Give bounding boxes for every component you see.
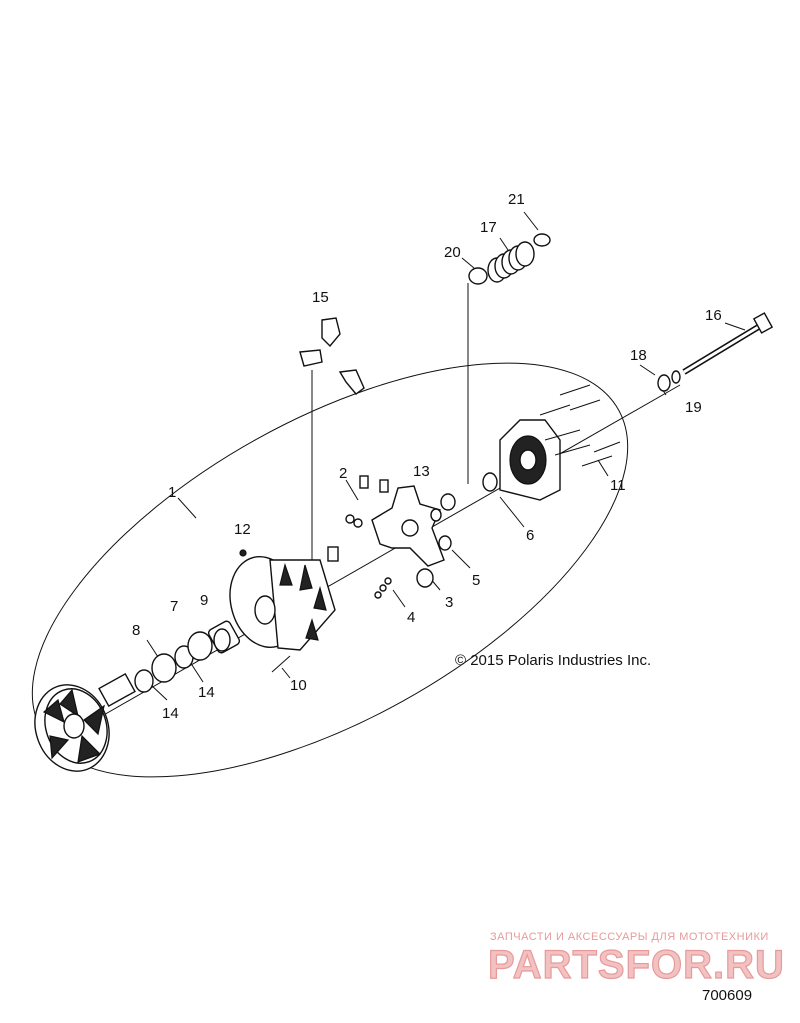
rings-and-bushings xyxy=(134,620,241,693)
watermark-tagline: ЗАПЧАСТИ И АКСЕССУАРЫ ДЛЯ МОТОТЕХНИКИ xyxy=(490,931,769,943)
movable-sheave xyxy=(229,549,336,673)
diagram-id: 700609 xyxy=(702,987,752,1004)
copyright-notice: © 2015 Polaris Industries Inc. xyxy=(455,652,651,669)
spider-assembly xyxy=(327,475,456,599)
callout-20: 20 xyxy=(444,244,461,261)
callout-1: 1 xyxy=(168,484,176,501)
callout-5: 5 xyxy=(472,572,480,589)
callout-17: 17 xyxy=(480,219,497,236)
watermark-brand: PARTSFOR.RU xyxy=(488,943,785,987)
callout-11: 11 xyxy=(610,477,626,494)
callout-19: 19 xyxy=(685,399,702,416)
callout-4: 4 xyxy=(407,609,415,626)
callout-14b: 14 xyxy=(162,705,179,722)
callout-7: 7 xyxy=(170,598,178,615)
cover-hub xyxy=(482,384,621,501)
callout-10: 10 xyxy=(290,677,307,694)
callout-labels: 1 2 3 4 5 6 7 8 9 10 11 12 13 14 14 15 1… xyxy=(132,191,722,722)
callout-18: 18 xyxy=(630,347,647,364)
callout-16: 16 xyxy=(705,307,722,324)
ramp-weights xyxy=(299,317,365,395)
callout-9: 9 xyxy=(200,592,208,609)
bolt-assembly xyxy=(657,312,774,392)
callout-12: 12 xyxy=(234,521,251,538)
spring-assembly xyxy=(468,233,551,285)
fixed-sheave xyxy=(34,673,136,772)
callout-8: 8 xyxy=(132,622,140,639)
leader-lines xyxy=(146,211,746,701)
assembly-outline xyxy=(31,362,629,778)
callout-15: 15 xyxy=(312,289,329,306)
callout-21: 21 xyxy=(508,191,525,208)
callout-13: 13 xyxy=(413,463,430,480)
center-axis xyxy=(94,384,681,721)
callout-14a: 14 xyxy=(198,684,215,701)
callout-2: 2 xyxy=(339,465,347,482)
callout-3: 3 xyxy=(445,594,453,611)
callout-6: 6 xyxy=(526,527,534,544)
watermark: ЗАПЧАСТИ И АКСЕССУАРЫ ДЛЯ МОТОТЕХНИКИ PA… xyxy=(487,931,785,988)
